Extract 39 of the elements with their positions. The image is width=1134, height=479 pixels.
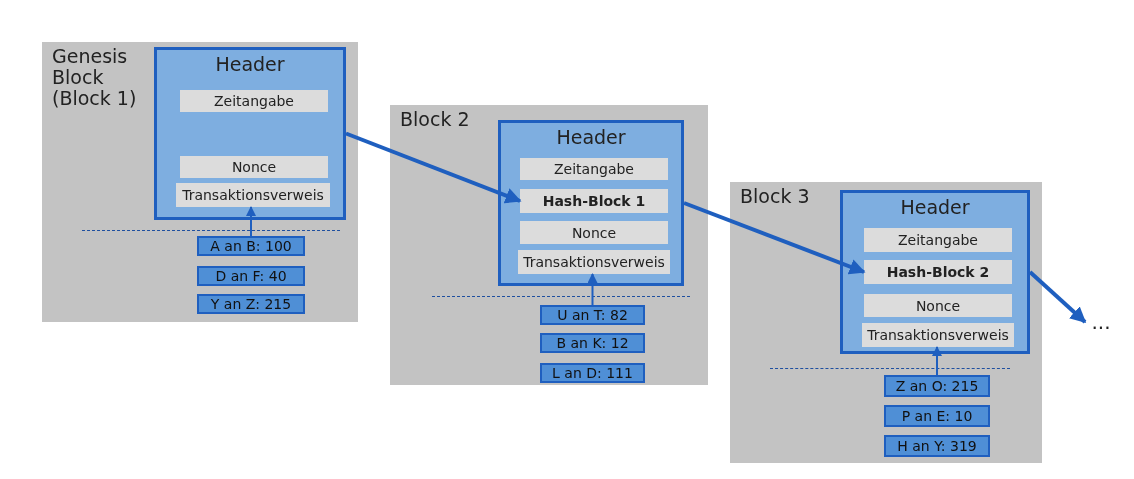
arrow: [345, 131, 522, 204]
header-title: Header: [214, 53, 286, 75]
field: Hash-Block 1: [520, 189, 668, 213]
transaction-box: P an E: 10: [884, 405, 990, 427]
transaction-box: B an K: 12: [540, 333, 645, 353]
field: Nonce: [180, 156, 328, 178]
block-panel: [390, 105, 708, 385]
transaction-box: U an T: 82: [540, 305, 645, 325]
field: Transaktionsverweis: [862, 323, 1014, 347]
field: Hash-Block 2: [864, 260, 1012, 284]
transaction-box: D an F: 40: [197, 266, 305, 286]
field: Transaktionsverweis: [176, 183, 330, 207]
transaction-box: Y an Z: 215: [197, 294, 305, 314]
block-title: Block 3: [740, 186, 811, 207]
header-title: Header: [555, 126, 627, 148]
block-title: Genesis Block (Block 1): [52, 46, 138, 109]
block-panel: [42, 42, 358, 322]
block-title: Block 2: [400, 109, 471, 130]
field: Zeitangabe: [180, 90, 328, 112]
arrow: [1028, 270, 1087, 324]
header-title: Header: [899, 196, 971, 218]
arrow: [587, 273, 598, 306]
header-box: [154, 47, 346, 220]
field: Nonce: [520, 221, 668, 244]
arrow: [683, 201, 866, 275]
field: Zeitangabe: [520, 158, 668, 180]
field: Nonce: [864, 294, 1012, 317]
transaction-box: H an Y: 319: [884, 435, 990, 457]
arrow: [932, 346, 942, 376]
field: Zeitangabe: [864, 228, 1012, 252]
transaction-box: Z an O: 215: [884, 375, 990, 397]
ellipsis-text: ...: [1085, 310, 1117, 334]
transaction-box: L an D: 111: [540, 363, 645, 383]
transaction-box: A an B: 100: [197, 236, 305, 256]
header-box: [840, 190, 1030, 354]
field: Transaktionsverweis: [518, 250, 670, 274]
header-box: [498, 120, 684, 286]
arrow: [246, 206, 256, 237]
block-panel: [730, 182, 1042, 463]
